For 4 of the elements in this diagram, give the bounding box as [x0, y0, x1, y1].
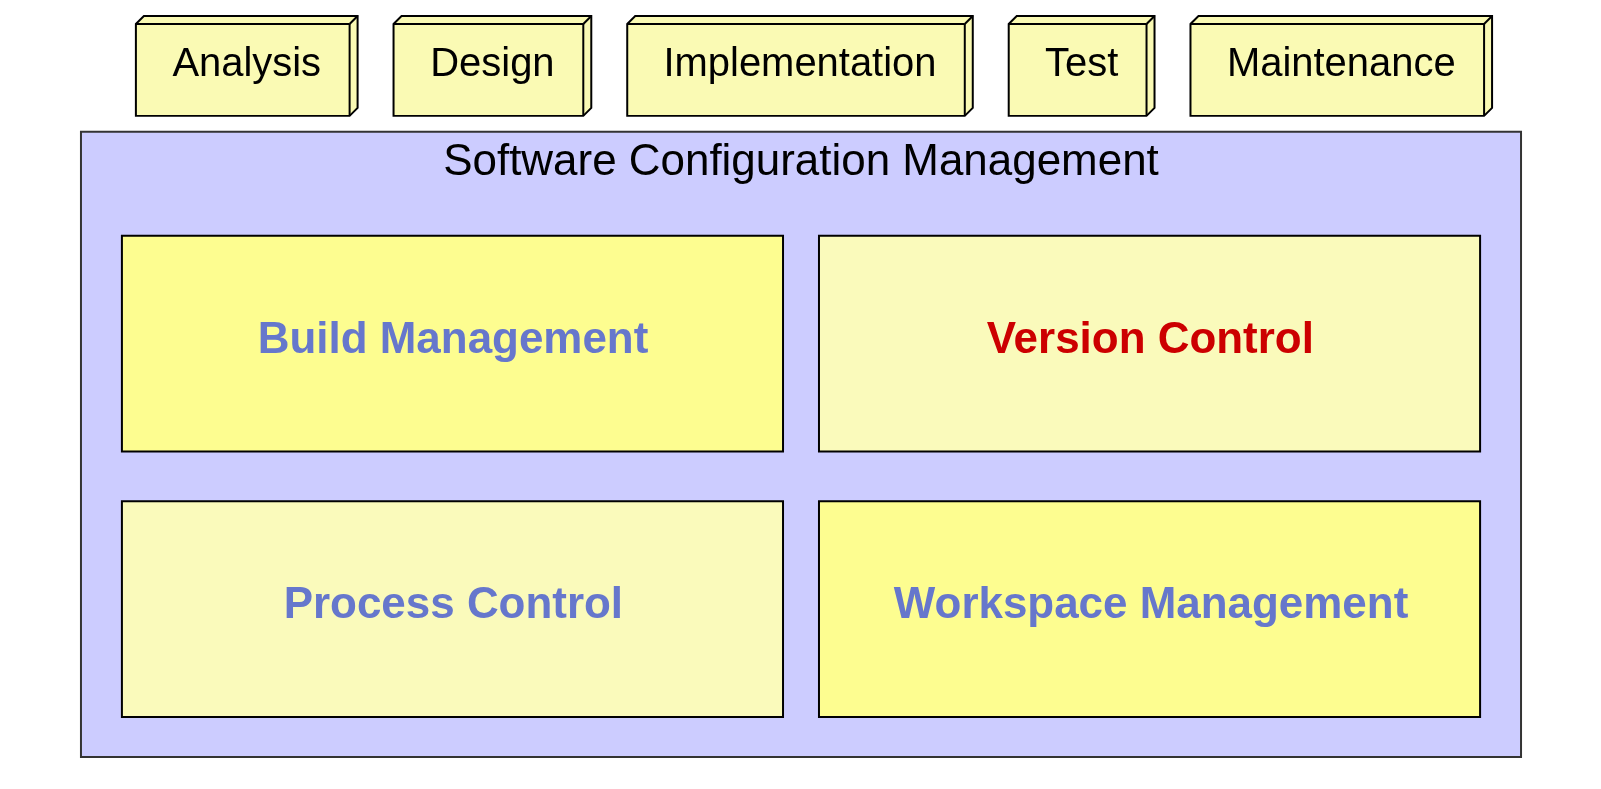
node-box: Workspace Management: [817, 500, 1481, 719]
node-box: Process Control: [120, 500, 784, 719]
node-box: Version Control: [817, 234, 1481, 453]
node-box: Build Management: [120, 234, 784, 453]
